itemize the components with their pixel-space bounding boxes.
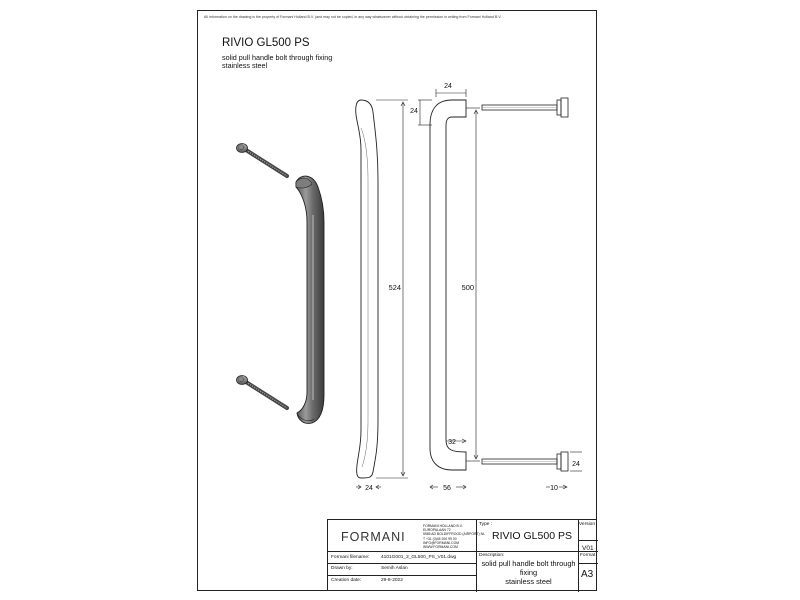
- description-line1: solid pull handle bolt through: [481, 559, 576, 568]
- type-label: Type :: [479, 522, 493, 527]
- company-line: INFO@FORMANI.COM: [423, 540, 460, 545]
- company-line: 5985 AD BOLDIFFROOD (AIRPORT) NL: [423, 532, 485, 537]
- dim-line-500: [466, 107, 480, 462]
- drawn-by-value: Semih Aslan: [381, 566, 408, 571]
- drawing-subtitle-line2: stainless steel: [222, 61, 268, 70]
- company-line: FORMANI HOLLAND B.V.: [423, 524, 463, 528]
- upper-bolt-side: [481, 97, 569, 118]
- drawing-sheet-border: [197, 10, 597, 591]
- dim-label-24-bolt-head: 24: [572, 461, 580, 468]
- drawing-subtitle-line1: solid pull handle bolt through fixing: [222, 53, 333, 62]
- dim-line-32: [446, 438, 467, 444]
- dim-line-24-top-width: [435, 89, 467, 97]
- dim-label-500: 500: [462, 283, 474, 292]
- isometric-handle-view: [236, 143, 325, 424]
- lower-bolt-side: [481, 451, 569, 472]
- company-line: WWW.FORMANI.COM: [423, 545, 458, 550]
- dim-line-10: [546, 484, 568, 490]
- description-label: Description:: [479, 553, 505, 558]
- version-label: Version: [579, 522, 595, 527]
- dim-line-24-bottom: [356, 484, 381, 490]
- dim-label-524: 524: [389, 283, 401, 292]
- company-line: EUROPALAAN 72: [423, 528, 451, 533]
- dim-label-32: 32: [448, 439, 456, 446]
- title-block: FORMANI FORMANI HOLLAND B.V. EUROPALAAN …: [327, 519, 598, 592]
- copyright-disclaimer: All information on the drawing is the pr…: [204, 15, 502, 19]
- description-line2: fixing: [519, 568, 538, 577]
- front-view-handle: [429, 99, 467, 471]
- company-address: FORMANI HOLLAND B.V. EUROPALAAN 72 5985 …: [423, 524, 485, 549]
- dim-line-524: [376, 99, 408, 479]
- drawing-title: RIVIO GL500 PS: [222, 37, 310, 49]
- side-view-handle: [355, 99, 379, 479]
- dim-label-24-width: 24: [444, 83, 452, 90]
- creation-date-label: Creation date:: [331, 578, 362, 583]
- dim-label-24-thickness: 24: [410, 108, 418, 115]
- format-value: A3: [581, 569, 594, 580]
- dim-label-24-bottom: 24: [365, 485, 373, 492]
- creation-date-value: 29-8-2022: [381, 578, 403, 583]
- upper-bolt-3d: [236, 143, 289, 178]
- handle-body-3d: [295, 175, 325, 424]
- filename-value: 4101G001_2_GL500_PS_V01.dwg: [381, 555, 457, 560]
- description-line3: stainless steel: [505, 577, 552, 586]
- formani-logo: FORMANI: [341, 530, 406, 544]
- filename-label: Formani filename:: [331, 555, 370, 560]
- format-label: Format: [580, 553, 596, 558]
- version-value: V01: [582, 545, 594, 552]
- company-line: T +31 (0)45 200 99 00: [423, 536, 457, 541]
- type-value: RIVIO GL500 PS: [492, 530, 572, 542]
- dim-label-10: 10: [550, 485, 558, 492]
- drawn-by-label: Drawn by:: [331, 566, 353, 571]
- dim-label-56: 56: [443, 485, 451, 492]
- dim-line-24-bolt-head: [570, 451, 582, 472]
- dim-line-56: [429, 484, 467, 490]
- lower-bolt-3d: [236, 375, 289, 410]
